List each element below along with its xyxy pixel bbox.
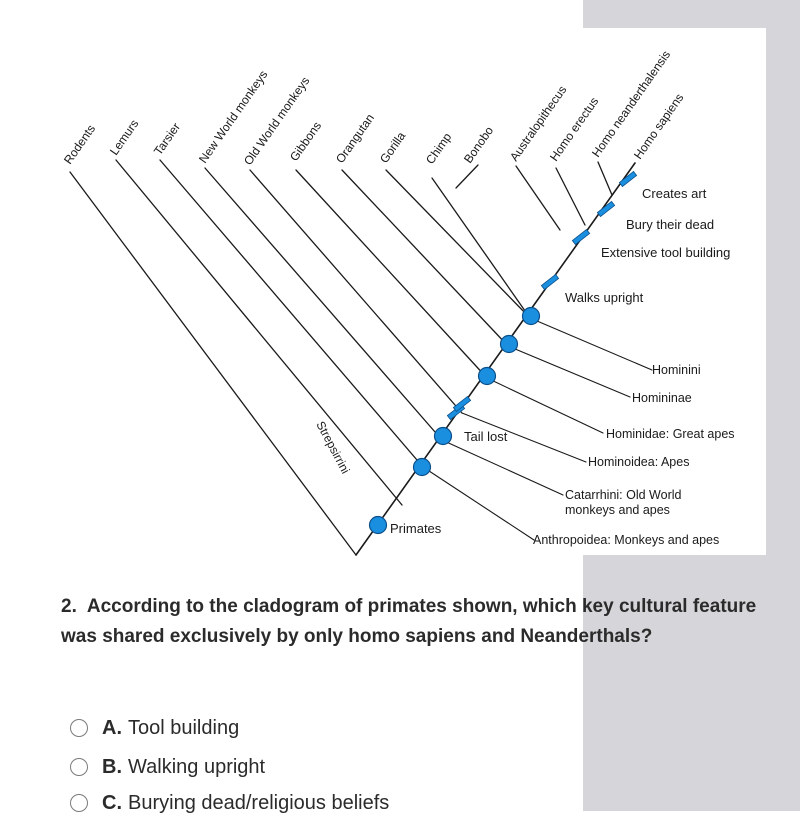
trait-tick-mark (596, 200, 616, 218)
trait-tick-mark (571, 228, 591, 246)
trait-tick-mark (452, 395, 472, 413)
taxon-branch (385, 169, 531, 319)
cladogram-spine (355, 162, 636, 556)
taxon-label: Rodents (61, 122, 98, 167)
taxon-label: Gibbons (287, 119, 324, 164)
taxon-branch (597, 161, 613, 196)
trait-label: Walks upright (565, 290, 644, 305)
option-text: Walking upright (128, 755, 266, 778)
node-circle (433, 426, 453, 446)
clade-label: Hominoidea: Apes (588, 455, 689, 469)
option-letter: C. (102, 791, 122, 814)
taxon-label: Tarsier (151, 120, 183, 158)
taxon-label: Orangutan (333, 111, 377, 165)
clade-label: Homininae (632, 391, 692, 405)
node-label-strepsirrini: Strepsirrini (313, 419, 352, 476)
taxon-branch (115, 159, 403, 506)
clade-label: Hominidae: Great apes (606, 427, 735, 441)
taxon-branch (295, 169, 488, 379)
option-c[interactable]: C. Burying dead/religious beliefs (70, 791, 389, 815)
clade-anthropoidea-line (422, 466, 535, 541)
option-b[interactable]: B. Walking upright (70, 755, 265, 779)
option-letter: B. (102, 755, 122, 778)
taxon-branch (249, 169, 463, 414)
question-text-block: 2.According to the cladogram of primates… (61, 592, 781, 652)
taxon-branch (455, 164, 479, 189)
question-text: According to the cladogram of primates s… (61, 596, 757, 647)
taxon-label: Lemurs (107, 117, 141, 158)
option-letter: A. (102, 716, 122, 739)
question-number: 2. (61, 596, 77, 617)
taxon-branch (515, 165, 561, 231)
taxon-branch (159, 159, 424, 468)
clade-hominidae-line (486, 377, 604, 434)
radio-button[interactable] (70, 758, 88, 776)
taxon-label: Bonobo (461, 124, 496, 166)
clade-label: Anthropoidea: Monkeys and apes (533, 533, 719, 547)
taxon-branch (69, 171, 357, 556)
trait-label: Tail lost (464, 429, 508, 444)
node-label-primates: Primates (390, 521, 442, 536)
trait-label: Creates art (642, 186, 707, 201)
node-circle (477, 366, 497, 386)
radio-button[interactable] (70, 719, 88, 737)
taxon-branch (341, 169, 509, 347)
clade-label: Hominini (652, 363, 701, 377)
clade-catarrhini-line (441, 439, 564, 496)
clade-label: monkeys and apes (565, 503, 670, 517)
option-text: Burying dead/religious beliefs (128, 791, 390, 814)
node-circle (499, 334, 519, 354)
taxon-branch (204, 167, 443, 441)
node-circle (412, 457, 432, 477)
node-circle (368, 515, 388, 535)
node-circle (521, 306, 541, 326)
trait-tick-mark (618, 170, 638, 188)
clade-homininae-line (507, 345, 631, 398)
clade-label: Catarrhini: Old World (565, 488, 682, 502)
trait-label: Extensive tool building (601, 245, 730, 260)
taxon-label: Chimp (423, 130, 455, 167)
radio-button[interactable] (70, 794, 88, 812)
taxon-branch (431, 177, 531, 319)
clade-hominini-line (529, 317, 653, 371)
taxon-label: Homo neanderthalensis (589, 48, 673, 160)
option-a[interactable]: A. Tool building (70, 716, 239, 740)
taxon-branch (555, 167, 586, 226)
taxon-label: Gorilla (377, 129, 409, 166)
trait-label: Bury their dead (626, 217, 714, 232)
clade-hominoidea-line (461, 412, 587, 463)
option-text: Tool building (128, 716, 240, 739)
trait-tick-mark (540, 273, 560, 291)
